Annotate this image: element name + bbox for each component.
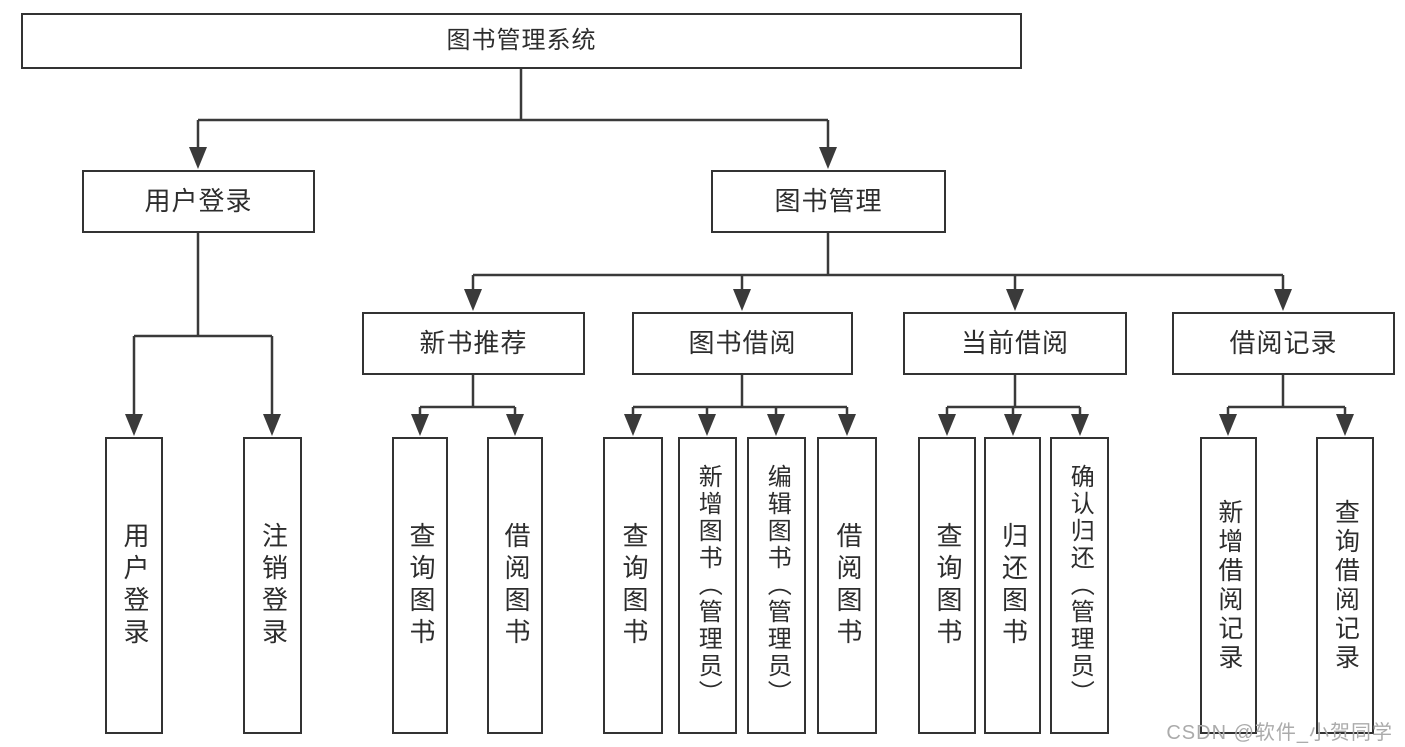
- leaf-user-login: 用户登录: [105, 437, 163, 734]
- leaf-label: 用户登录: [119, 521, 150, 650]
- csdn-watermark: CSDN @软件_小贺同学: [1166, 722, 1393, 744]
- node-current-borrowing: 当前借阅: [903, 312, 1127, 375]
- leaf-query-borrow-record: 查询借阅记录: [1316, 437, 1374, 734]
- leaf-label: 新增借阅记录: [1214, 498, 1243, 673]
- node-borrowing-records: 借阅记录: [1172, 312, 1395, 375]
- leaf-label: 归还图书: [998, 521, 1029, 650]
- node-user-login: 用户登录: [82, 170, 315, 233]
- leaf-borrow-books-recommend: 借阅图书: [487, 437, 543, 734]
- node-library-management-system: 图书管理系统: [21, 13, 1022, 69]
- leaf-label: 查询图书: [932, 521, 963, 650]
- leaf-return-books: 归还图书: [984, 437, 1041, 734]
- node-book-borrowing: 图书借阅: [632, 312, 853, 375]
- leaf-query-books-recommend: 查询图书: [392, 437, 448, 734]
- leaf-label: 借阅图书: [500, 521, 531, 650]
- leaf-label: 查询图书: [405, 521, 436, 650]
- leaf-query-books-borrowing: 查询图书: [603, 437, 663, 734]
- leaf-borrow-books: 借阅图书: [817, 437, 877, 734]
- leaf-confirm-return-admin: 确认归还（管理员）: [1050, 437, 1109, 734]
- leaf-query-books-current: 查询图书: [918, 437, 976, 734]
- leaf-label: 新增图书（管理员）: [694, 464, 722, 707]
- connector-arrowheads: [125, 147, 1354, 436]
- leaf-logout: 注销登录: [243, 437, 302, 734]
- leaf-label: 编辑图书（管理员）: [763, 464, 791, 707]
- node-new-book-recommendation: 新书推荐: [362, 312, 585, 375]
- leaf-label: 注销登录: [258, 521, 289, 650]
- leaf-label: 借阅图书: [832, 521, 863, 650]
- leaf-label: 查询借阅记录: [1331, 498, 1360, 673]
- leaf-edit-books-admin: 编辑图书（管理员）: [747, 437, 806, 734]
- leaf-add-books-admin: 新增图书（管理员）: [678, 437, 737, 734]
- leaf-add-borrow-record: 新增借阅记录: [1200, 437, 1257, 734]
- node-book-management: 图书管理: [711, 170, 946, 233]
- connector-paths: [132, 69, 1347, 419]
- leaf-label: 确认归还（管理员）: [1066, 464, 1094, 707]
- leaf-label: 查询图书: [618, 521, 649, 650]
